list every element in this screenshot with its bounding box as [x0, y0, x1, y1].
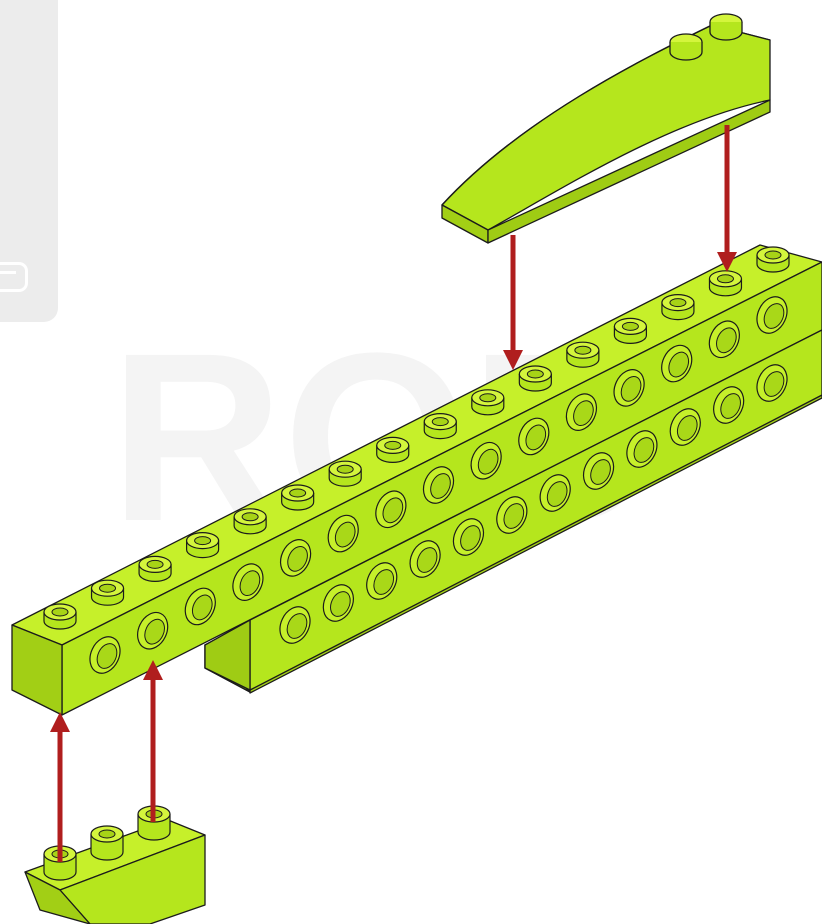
beam-hole	[137, 611, 169, 650]
inverted-slope-stud	[90, 825, 124, 861]
hole-inner	[668, 351, 690, 378]
hole-inner	[503, 503, 525, 529]
stud-hollow	[336, 464, 354, 474]
stud-hollow	[764, 250, 782, 260]
hole-inner	[763, 371, 785, 397]
inverted-slope	[24, 805, 206, 924]
hole-inner	[144, 618, 165, 645]
stud-hollow	[574, 345, 592, 355]
hole-inner	[525, 424, 547, 451]
beam-hole	[366, 562, 398, 600]
beam-stud	[90, 579, 125, 606]
beam-stud	[138, 555, 172, 582]
hole-inner	[96, 643, 118, 669]
stud-hollow	[526, 369, 544, 379]
stud-hollow	[99, 583, 117, 593]
stud-hollow	[669, 298, 687, 308]
hole-inner	[763, 303, 785, 329]
beam-holes-lower	[279, 364, 788, 644]
beam-hole	[756, 364, 788, 402]
beam-hole	[232, 563, 264, 601]
beam-hole	[184, 587, 216, 626]
beam-stud	[756, 246, 790, 273]
beam-stud	[328, 460, 362, 487]
beam-hole	[327, 514, 359, 553]
beam-stud	[518, 365, 552, 392]
beam-hole	[279, 606, 311, 644]
beam-hole	[626, 430, 658, 468]
beam-stud	[661, 294, 695, 321]
beam-stud	[186, 531, 220, 559]
hole-inner	[590, 459, 611, 485]
beam-stud	[471, 389, 505, 416]
beam-hole	[518, 417, 550, 456]
side-panel	[0, 0, 58, 322]
beam-hole	[89, 636, 121, 674]
beam-stud	[423, 413, 457, 440]
beam-hole	[582, 452, 615, 490]
hole-inner	[477, 448, 499, 475]
beam-holes-upper	[89, 296, 788, 674]
hole-inner	[716, 327, 737, 354]
hole-inner	[720, 393, 741, 419]
stud-hollow	[194, 536, 212, 546]
beam-hole	[613, 369, 645, 407]
hole-inner	[430, 473, 451, 499]
stud-hollow	[146, 559, 164, 569]
beam-hole	[375, 490, 407, 529]
hole-inner	[416, 547, 438, 573]
beam-stud	[376, 436, 410, 463]
beam-hole	[669, 408, 701, 446]
stud-hollow	[241, 512, 259, 522]
beam-stud	[708, 270, 743, 297]
stud-hollow	[384, 440, 402, 450]
stud-hollow	[431, 417, 449, 427]
hole-inner	[573, 400, 594, 427]
hole-inner	[382, 497, 404, 524]
beam-stud	[233, 508, 267, 535]
hole-inner	[334, 521, 356, 548]
hole-inner	[287, 545, 308, 572]
hole-inner	[620, 375, 642, 402]
hole-inner	[239, 570, 261, 597]
beam-stud	[43, 603, 77, 630]
beam-hole	[452, 518, 485, 556]
beam-stud	[613, 317, 648, 344]
beam-studs	[43, 246, 790, 630]
beam-hole	[661, 344, 693, 383]
stud-hollow	[98, 829, 116, 839]
assembly-arrows	[50, 125, 737, 862]
beam-hole	[713, 386, 745, 424]
beam-hole	[422, 466, 455, 504]
curved-slope	[441, 13, 771, 244]
hole-inner	[286, 613, 308, 639]
hole-inner	[676, 415, 698, 441]
hole-inner	[191, 594, 213, 621]
beam-hole	[279, 539, 312, 577]
folder-icon[interactable]	[0, 262, 28, 292]
stud-hollow	[716, 274, 734, 284]
hole-inner	[460, 525, 481, 551]
hole-inner	[633, 437, 655, 463]
stud-hollow	[289, 488, 307, 498]
beam-stud	[281, 484, 315, 511]
stud-hollow	[479, 393, 497, 403]
beam-hole	[322, 584, 354, 622]
inverted-slope-studs	[43, 805, 171, 881]
beam-hole	[708, 320, 740, 359]
hole-inner	[546, 481, 568, 507]
beam-hole	[409, 540, 441, 578]
stud-hollow	[51, 607, 69, 617]
beam-hole	[756, 296, 788, 334]
stud-hollow	[621, 321, 639, 331]
beam-hole	[496, 496, 528, 534]
beam-hole	[470, 441, 502, 480]
beam-hole	[565, 393, 598, 431]
beam-hole	[539, 474, 571, 512]
beam-stud	[566, 341, 600, 368]
hole-inner	[373, 569, 395, 595]
hole-inner	[330, 591, 351, 617]
